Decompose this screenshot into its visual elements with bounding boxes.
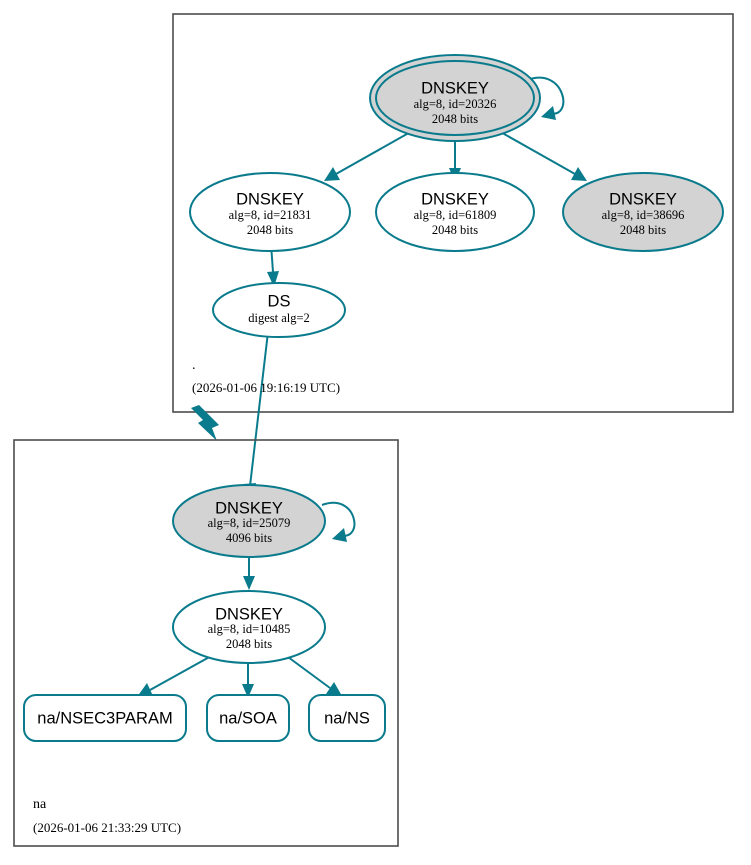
- node-params-label: digest alg=2: [248, 311, 310, 325]
- edge-na-zsk-to-ns: [287, 656, 342, 696]
- rrset-label: na/NS: [324, 709, 370, 727]
- node-type-label: DNSKEY: [421, 79, 489, 97]
- node-params-label: alg=8, id=38696: [602, 208, 685, 222]
- edge-na-ksk-to-zsk: [243, 555, 255, 590]
- zone-box-na: [13, 439, 399, 847]
- node-dnskey-root-zsk-21831[interactable]: DNSKEY alg=8, id=21831 2048 bits: [189, 172, 351, 252]
- edge-ds-to-na-ksk: [243, 331, 269, 499]
- node-dnskey-na-ksk-25079[interactable]: DNSKEY alg=8, id=25079 4096 bits: [172, 484, 326, 558]
- node-params-label: alg=8, id=21831: [229, 208, 312, 222]
- zone-timestamp-root: (2026-01-06 19:16:19 UTC): [192, 380, 340, 395]
- edge-self-loop-root-ksk: [526, 76, 565, 120]
- edge-na-zsk-to-nsec3param: [137, 654, 214, 697]
- rrset-label: na/NSEC3PARAM: [37, 709, 172, 727]
- node-type-label: DNSKEY: [421, 190, 489, 208]
- edge-zone-delegation-root-to-na: [191, 405, 219, 441]
- node-dnskey-na-zsk-10485[interactable]: DNSKEY alg=8, id=10485 2048 bits: [172, 590, 326, 664]
- edge-na-zsk-to-soa: [242, 662, 254, 698]
- zone-box-root: [172, 13, 734, 413]
- node-rrset-na-soa[interactable]: na/SOA: [206, 694, 290, 742]
- node-params-label: alg=8, id=10485: [208, 622, 291, 636]
- zone-label-root: .: [192, 358, 196, 373]
- node-type-label: DNSKEY: [215, 605, 283, 623]
- node-dnskey-root-zsk-38696[interactable]: DNSKEY alg=8, id=38696 2048 bits: [562, 172, 724, 252]
- node-size-label: 2048 bits: [432, 223, 478, 237]
- node-size-label: 2048 bits: [432, 112, 478, 126]
- node-type-label: DNSKEY: [215, 499, 283, 517]
- node-size-label: 2048 bits: [620, 223, 666, 237]
- node-dnskey-root-zsk-61809[interactable]: DNSKEY alg=8, id=61809 2048 bits: [375, 172, 535, 252]
- zone-label-na: na: [33, 797, 47, 812]
- node-params-label: alg=8, id=20326: [414, 97, 497, 111]
- node-rrset-na-ns[interactable]: na/NS: [308, 694, 386, 742]
- edge-root-ksk-to-zsk21831: [324, 129, 415, 181]
- node-type-label: DNSKEY: [236, 190, 304, 208]
- node-size-label: 2048 bits: [226, 637, 272, 651]
- edge-root-ksk-to-zsk38696: [496, 129, 587, 181]
- node-type-label: DNSKEY: [609, 190, 677, 208]
- node-params-label: alg=8, id=25079: [208, 516, 291, 530]
- edge-self-loop-na-ksk: [321, 501, 356, 542]
- node-params-label: alg=8, id=61809: [414, 208, 497, 222]
- node-size-label: 2048 bits: [247, 223, 293, 237]
- node-rrset-na-nsec3param[interactable]: na/NSEC3PARAM: [23, 694, 187, 742]
- zone-timestamp-na: (2026-01-06 21:33:29 UTC): [33, 820, 181, 835]
- rrset-label: na/SOA: [219, 709, 277, 727]
- node-type-label: DS: [268, 292, 291, 310]
- node-ds-root[interactable]: DS digest alg=2: [212, 282, 346, 338]
- node-dnskey-root-ksk-20326[interactable]: DNSKEY alg=8, id=20326 2048 bits: [369, 54, 541, 142]
- node-size-label: 4096 bits: [226, 531, 272, 545]
